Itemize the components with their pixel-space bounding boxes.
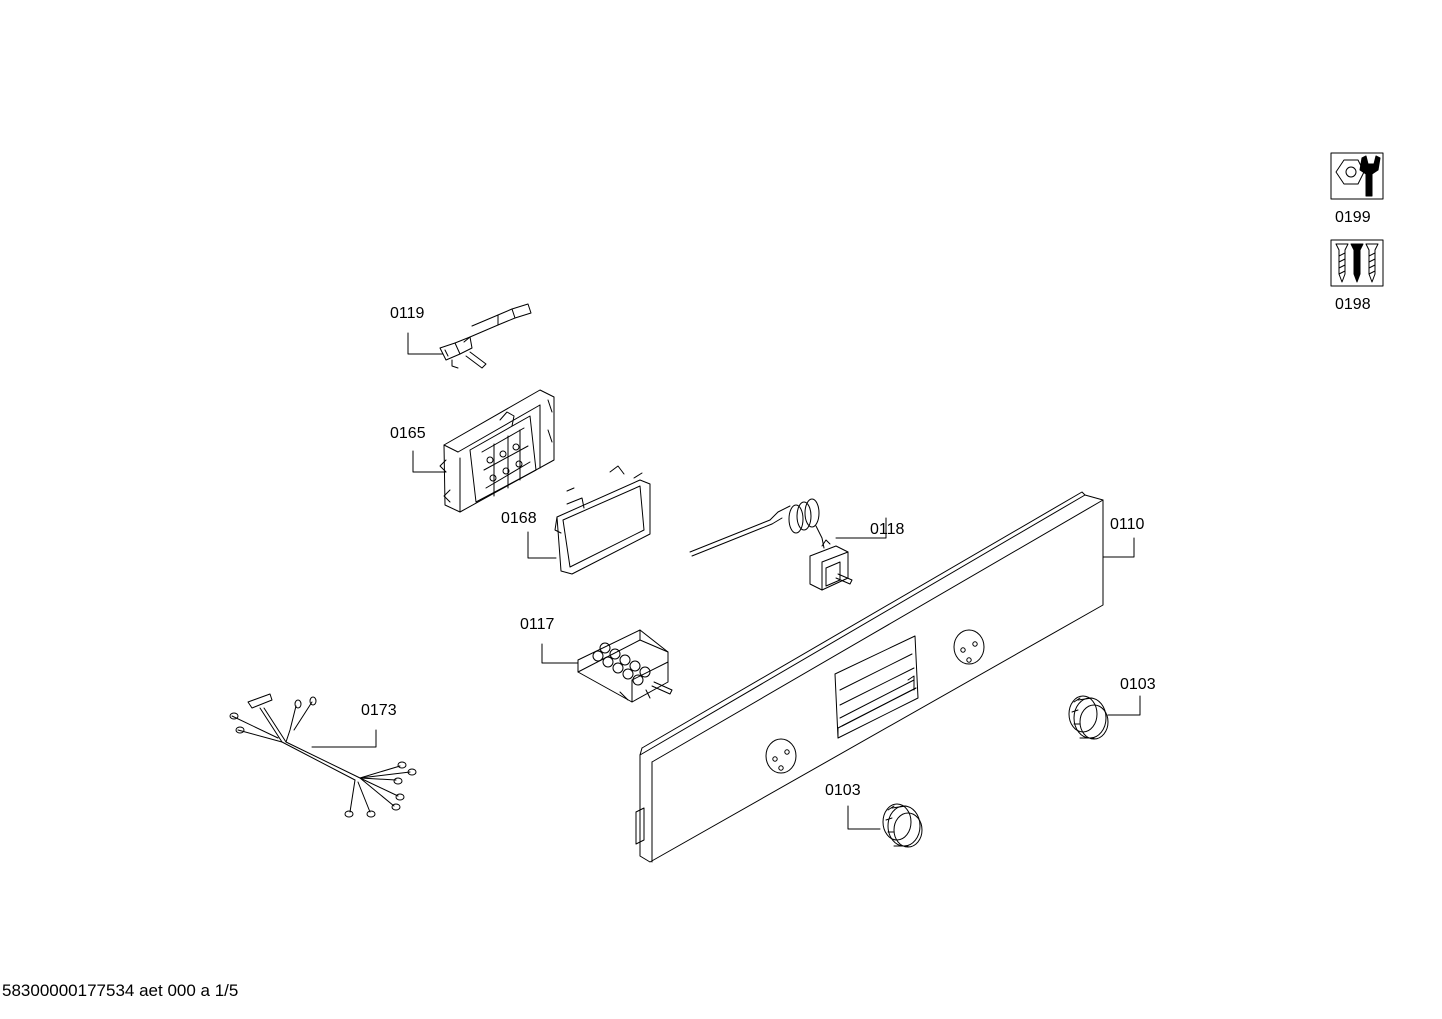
- label-0165: 0165: [390, 425, 426, 442]
- part-0103-knob-bottom: [847, 803, 923, 848]
- wrench-nut-icon: [1330, 152, 1384, 200]
- label-0118: 0118: [870, 521, 905, 538]
- label-0117: 0117: [520, 616, 555, 633]
- label-0119: 0119: [390, 305, 425, 322]
- label-0103-right: 0103: [1120, 676, 1156, 693]
- part-0168-frame: [527, 465, 651, 575]
- label-0173: 0173: [361, 702, 397, 719]
- document-footer: 58300000177534 aet 000 a 1/5: [2, 981, 239, 1000]
- part-0119-lever: [407, 303, 532, 369]
- label-0199: 0199: [1335, 209, 1371, 226]
- label-0198: 0198: [1335, 296, 1371, 313]
- label-0103-bottom: 0103: [825, 782, 861, 799]
- label-0110: 0110: [1110, 516, 1145, 533]
- part-0173-wiring-harness: [229, 693, 417, 818]
- screws-icon: [1330, 239, 1384, 287]
- part-0118-thermostat: [689, 498, 887, 591]
- part-0117-selector-switch: [541, 629, 673, 703]
- part-0165-module: [412, 389, 555, 513]
- label-0168: 0168: [501, 510, 537, 527]
- part-0110-panel: [635, 491, 1135, 863]
- part-0103-knob-right: [1068, 695, 1141, 740]
